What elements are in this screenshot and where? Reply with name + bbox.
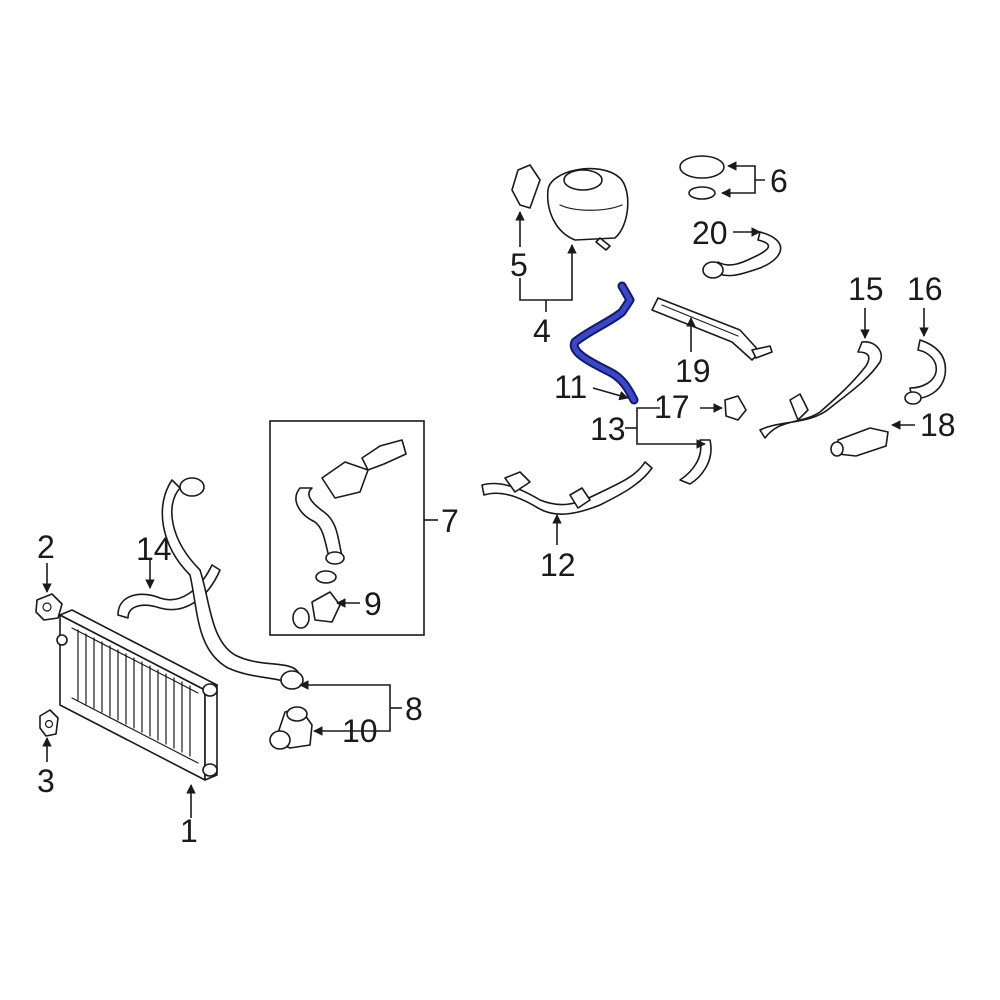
- lower-hose: [117, 564, 221, 619]
- callout-18: 18: [920, 407, 956, 443]
- bracket-upper: [35, 593, 63, 621]
- callout-7: 7: [441, 503, 459, 539]
- sensor: [361, 439, 407, 471]
- highlighted-coolant-hose: [569, 281, 639, 405]
- assembly-box: [269, 420, 425, 636]
- coolant-reservoir: [546, 167, 629, 251]
- callout-6: 6: [770, 163, 788, 199]
- callout-3: 3: [37, 763, 55, 799]
- temp-sensor: [724, 395, 747, 421]
- callout-10: 10: [342, 713, 378, 749]
- hose-13: [679, 439, 712, 485]
- pipe-bracket: [651, 297, 773, 361]
- valve-fitting: [830, 427, 889, 457]
- box-hose: [295, 487, 345, 565]
- bracket-lower: [39, 709, 59, 737]
- callout-12: 12: [540, 547, 576, 583]
- hose-16: [909, 339, 947, 400]
- callout-9: 9: [364, 586, 382, 622]
- hose-fitting: [269, 706, 313, 750]
- reservoir-bracket: [511, 164, 541, 209]
- radiator: [56, 609, 218, 781]
- reservoir-cap: [679, 155, 725, 179]
- callout-15: 15: [848, 271, 884, 307]
- heater-pipe: [759, 341, 882, 439]
- callout-20: 20: [692, 215, 728, 251]
- callout-19: 19: [675, 353, 711, 389]
- callout-17: 17: [654, 389, 690, 425]
- outlet-fitting: [311, 591, 341, 623]
- leader-lines: [42, 161, 929, 818]
- callout-1: 1: [180, 813, 198, 849]
- thermostat-housing: [321, 461, 369, 499]
- upper-radiator-hose: [161, 477, 304, 690]
- callout-16: 16: [907, 271, 943, 307]
- callout-4: 4: [533, 313, 551, 349]
- coolant-pipe: [481, 461, 653, 515]
- cap-seal: [688, 186, 716, 200]
- callout-13: 13: [590, 411, 626, 447]
- callout-14: 14: [136, 531, 172, 567]
- callout-5: 5: [510, 247, 528, 283]
- callout-2: 2: [37, 529, 55, 565]
- callout-8: 8: [405, 691, 423, 727]
- callout-11: 11: [554, 369, 587, 405]
